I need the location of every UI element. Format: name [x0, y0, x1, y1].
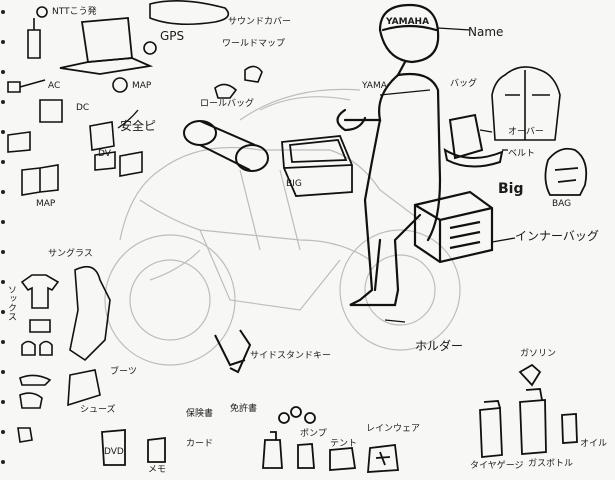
label-big-seat: BIG	[286, 179, 302, 189]
label-pump: ポンプ	[300, 429, 327, 439]
label-yamaha-helmet: YAMAHA	[386, 17, 430, 27]
label-gps: GPS	[160, 29, 185, 43]
inner-bag-drawing	[413, 190, 494, 264]
label-map-top: MAP	[132, 81, 152, 91]
label-tire-gauge: タイヤゲージ	[470, 461, 524, 471]
label-dvd: DVD	[104, 447, 124, 457]
label-anzen: 安全ピ	[120, 119, 157, 133]
label-notes-top: 保険書	[186, 409, 214, 419]
clothing-drawings	[17, 265, 111, 443]
label-ntt: NTTこう発	[52, 7, 97, 17]
label-tent: テント	[330, 439, 358, 449]
backpack-drawing	[544, 147, 588, 196]
label-rain-gear: レインウェア	[366, 424, 421, 434]
label-jacket: オーバー	[508, 127, 544, 137]
laptop-drawing	[59, 17, 154, 75]
label-notes-bot: カード	[186, 439, 214, 449]
label-notes-mid: 免許書	[230, 404, 258, 414]
side-stand-drawing	[214, 329, 252, 374]
roll-bag-drawing	[183, 120, 269, 172]
label-bag: BAG	[552, 199, 572, 209]
label-oil: オイル	[580, 439, 608, 449]
label-belt: ベルト	[508, 149, 536, 159]
label-dv: DV	[98, 149, 111, 159]
label-holder: ホルダー	[415, 339, 464, 353]
jacket-drawing	[491, 66, 561, 141]
label-name: Name	[468, 25, 504, 39]
label-dc: DC	[76, 103, 90, 113]
label-gas-bottle: ガスボトル	[528, 459, 574, 469]
label-shoes: シューズ	[80, 405, 116, 415]
label-big-side: Big	[498, 181, 524, 197]
label-bag-top: バッグ	[450, 79, 478, 89]
left-items-drawings	[7, 0, 263, 196]
label-sound-cover: サウンドカバー	[228, 17, 292, 27]
label-map-left: MAP	[36, 199, 56, 209]
bottom-items-drawings	[101, 363, 578, 473]
rider-figure	[336, 3, 442, 307]
seat-bag-drawing	[281, 135, 353, 197]
label-yama: YAMA	[362, 81, 387, 91]
label-side-stand: サイドスタンドキー	[250, 351, 332, 361]
notebook-binding	[1, 10, 5, 464]
pointer-lines	[117, 27, 516, 323]
label-boots: ブーツ	[110, 367, 137, 377]
label-socks: ソックス	[6, 285, 16, 321]
label-ac: AC	[48, 81, 61, 91]
motorcycle-outline	[104, 88, 461, 366]
label-fuel: ガソリン	[520, 349, 557, 359]
label-inner-bag: インナーバッグ	[515, 229, 599, 243]
label-memo: メモ	[148, 465, 167, 475]
label-tank-bag-roll: ロールバッグ	[200, 99, 255, 109]
rear-bag-drawing	[443, 113, 504, 168]
label-world-map: ワールドマップ	[222, 39, 286, 49]
label-glasses: サングラス	[48, 249, 93, 259]
